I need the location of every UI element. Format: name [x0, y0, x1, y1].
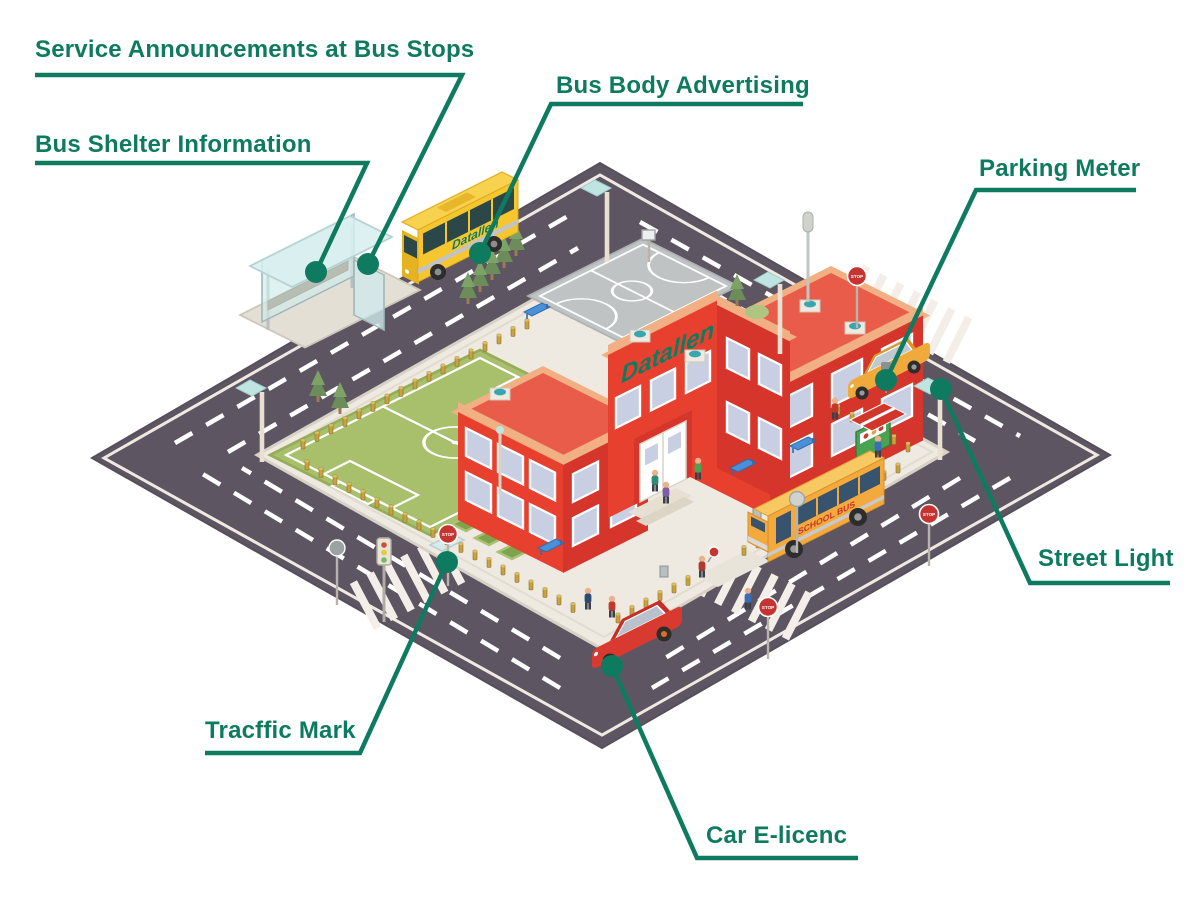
tall-lamp [802, 211, 814, 302]
trees [309, 224, 769, 414]
crossing-guard [698, 546, 720, 578]
callout-car-e-licence: Car E-licenc [706, 822, 848, 849]
ac-unit [629, 329, 651, 343]
callout-parking-meter: Parking Meter [979, 155, 1141, 182]
entrance-steps [628, 488, 692, 520]
entrance-path [696, 550, 770, 587]
ac-unit [799, 299, 821, 313]
ac-unit [844, 321, 866, 335]
trash-bin [659, 565, 669, 578]
ac-unit [684, 349, 706, 363]
ac-unit [489, 387, 511, 401]
callout-bus-shelter-information: Bus Shelter Information [35, 131, 312, 158]
bush [745, 305, 769, 319]
curb-line [269, 269, 935, 639]
basketball-court [526, 237, 740, 345]
yard-lamp [496, 426, 504, 494]
callout-traffic-mark: Tracffic Mark [205, 717, 356, 744]
callout-street-light: Street Light [1038, 545, 1174, 572]
food-kiosk [848, 402, 908, 464]
callout-bus-body-advertising: Bus Body Advertising [556, 72, 810, 99]
central-tower: Datallen [601, 290, 797, 526]
callout-service-announcements: Service Announcements at Bus Stops [35, 36, 475, 63]
pedestrians [584, 397, 882, 618]
traffic-mirror [788, 490, 806, 553]
